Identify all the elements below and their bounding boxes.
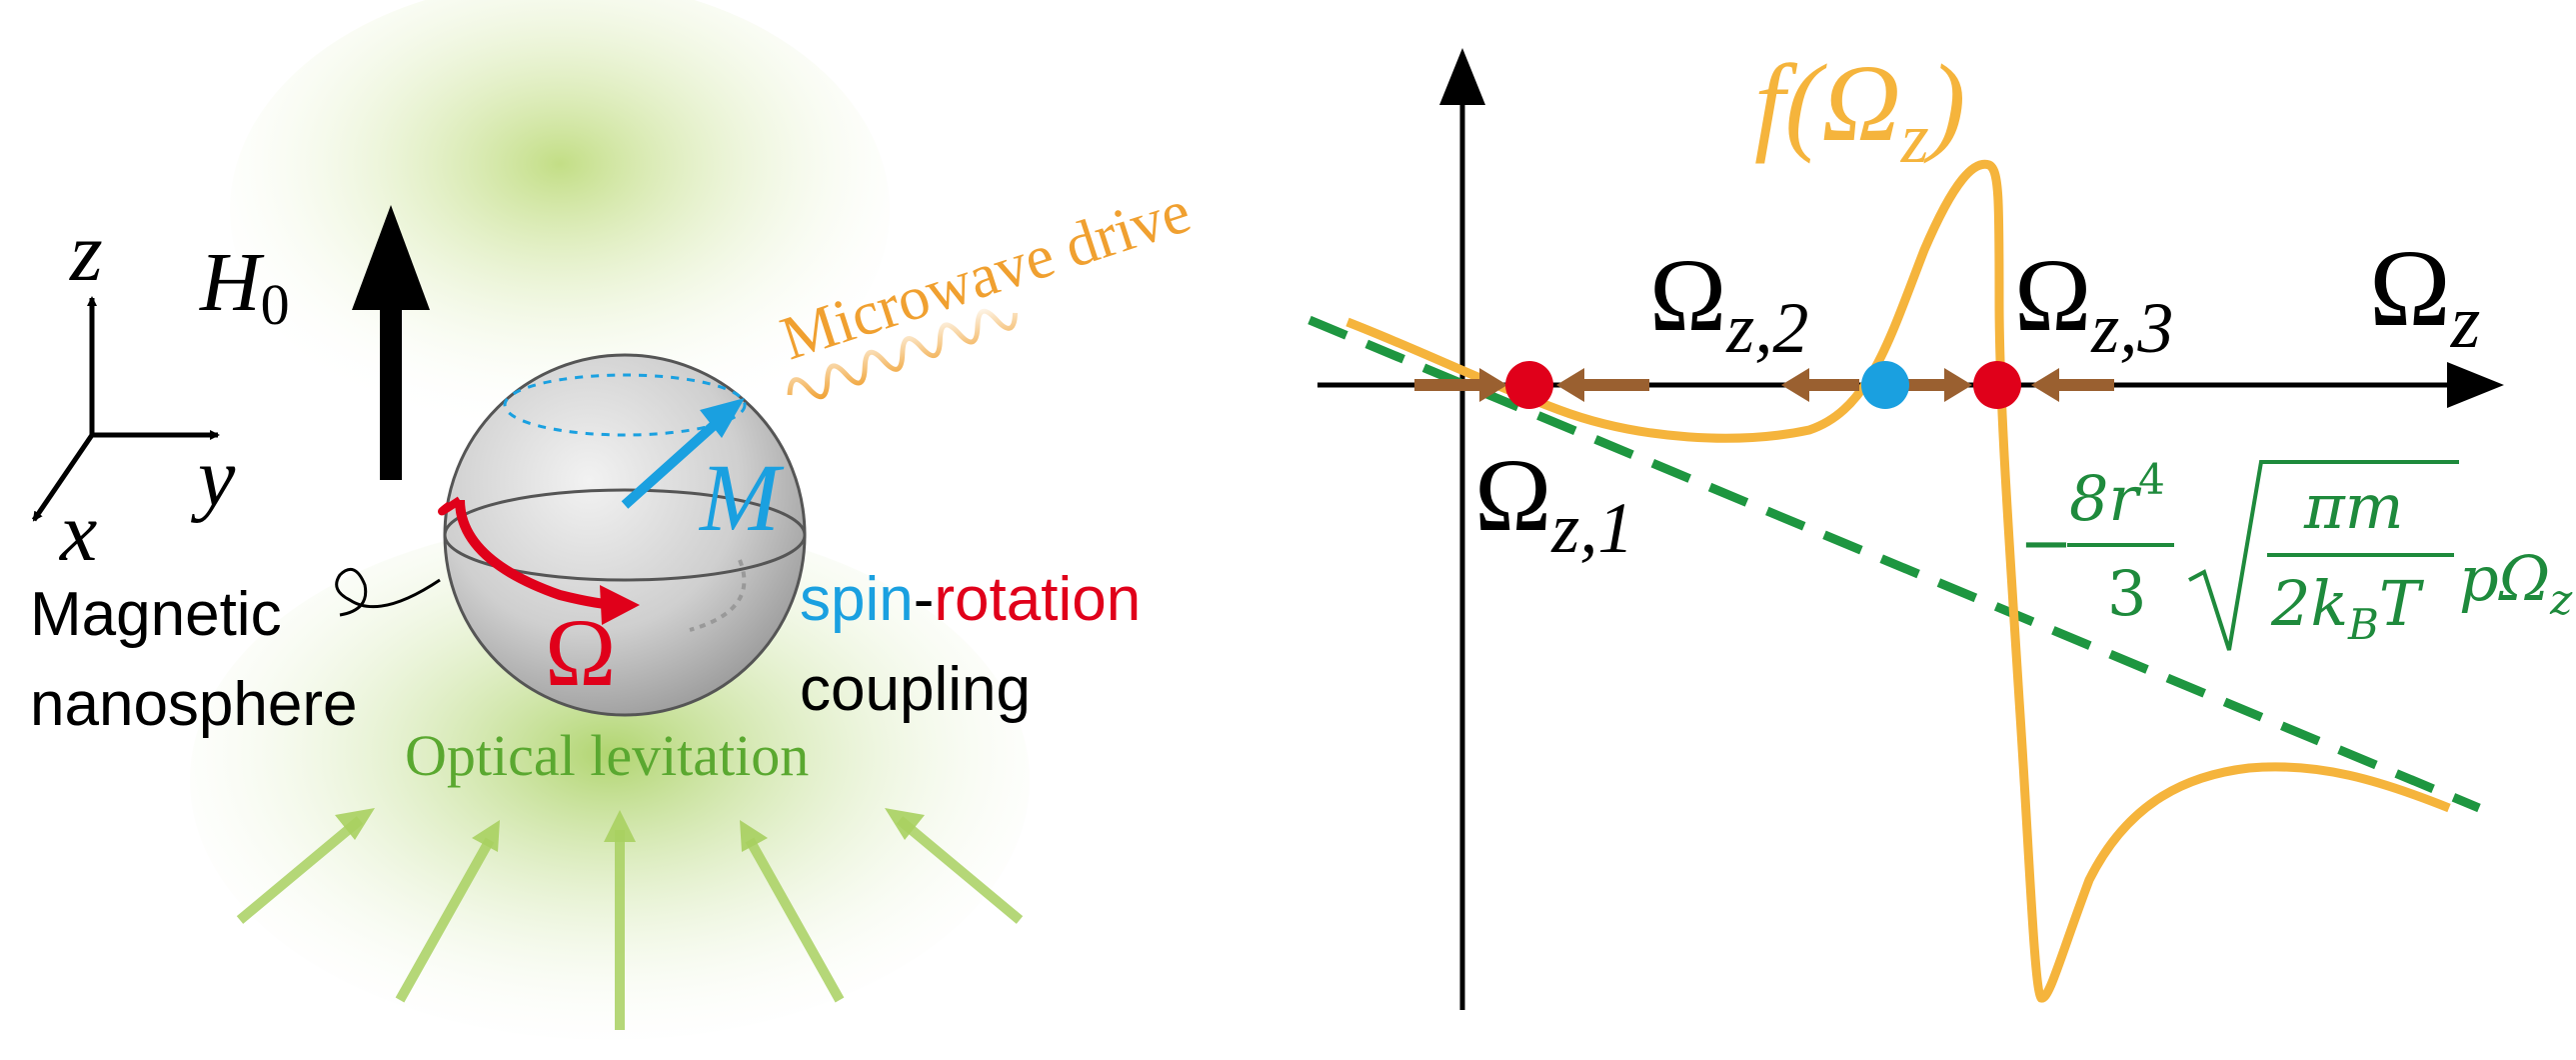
fixed-point-2 (1861, 361, 1909, 409)
horizontal-axis-arrowhead (2447, 362, 2504, 408)
laser-beam-bottom (190, 520, 1030, 1040)
formula-sqrt-sign (2188, 460, 2459, 651)
microwave-wave (787, 308, 1019, 400)
formula-denominator: 3 (2107, 557, 2146, 630)
axis-label-x: x (58, 486, 97, 579)
nanosphere (443, 353, 807, 717)
fixed-point-1 (1505, 361, 1553, 409)
asymptote-line (1307, 315, 2481, 813)
right-panel: f(Ωz) Ωz Ωz,1 Ωz,2 Ωz,3 − 8r4 3 πm 2kBT … (1307, 42, 2573, 1010)
coupling-label: spin-rotation (800, 565, 1141, 634)
formula-sqrt-denominator: 2kBT (2270, 567, 2425, 649)
levitation-label: Optical levitation (405, 723, 809, 788)
axis-label-y: y (190, 431, 236, 524)
nanosphere-pointer (335, 567, 441, 617)
fixed-point-label-2: Ωz,2 (1649, 238, 1808, 368)
nanosphere-label-line1: Magnetic (30, 580, 282, 649)
fixed-point-3 (1973, 361, 2021, 409)
magnetization-arrow (621, 398, 745, 509)
light-arrows (236, 816, 1024, 1030)
nanosphere-label-line2: nanosphere (30, 670, 358, 739)
axis-label-omega-z: Ωz (2369, 227, 2480, 364)
vertical-axis-arrowhead (1439, 48, 1485, 105)
rotation-arrow (438, 496, 640, 625)
coordinate-axes (31, 296, 220, 522)
asymptote-formula: − 8r4 3 πm 2kBT pΩz (2019, 455, 2573, 651)
coupling-word: coupling (800, 655, 1031, 724)
function-label: f(Ωz) (1754, 42, 1965, 178)
flow-arrows (1414, 368, 2114, 402)
axis-label-z: z (69, 206, 103, 299)
magnetic-field-arrow (352, 205, 430, 480)
fixed-point-label-1: Ωz,1 (1474, 438, 1633, 568)
fixed-point-label-3: Ωz,3 (2014, 238, 2173, 368)
magnetization-label: M (698, 444, 785, 551)
formula-sqrt-numerator: πm (2303, 470, 2404, 543)
formula-minus: − (2019, 507, 2073, 581)
response-curve (1345, 159, 2451, 1003)
light-arrowheads (335, 808, 925, 852)
formula-numerator: 8r4 (2069, 455, 2165, 535)
left-panel: z y x H0 M Ω Microwa (30, 0, 1199, 1040)
rotation-label: Ω (545, 599, 616, 706)
coupling-arrow (689, 559, 747, 632)
field-label: H0 (199, 236, 290, 337)
formula-tail: pΩz (2459, 542, 2573, 624)
